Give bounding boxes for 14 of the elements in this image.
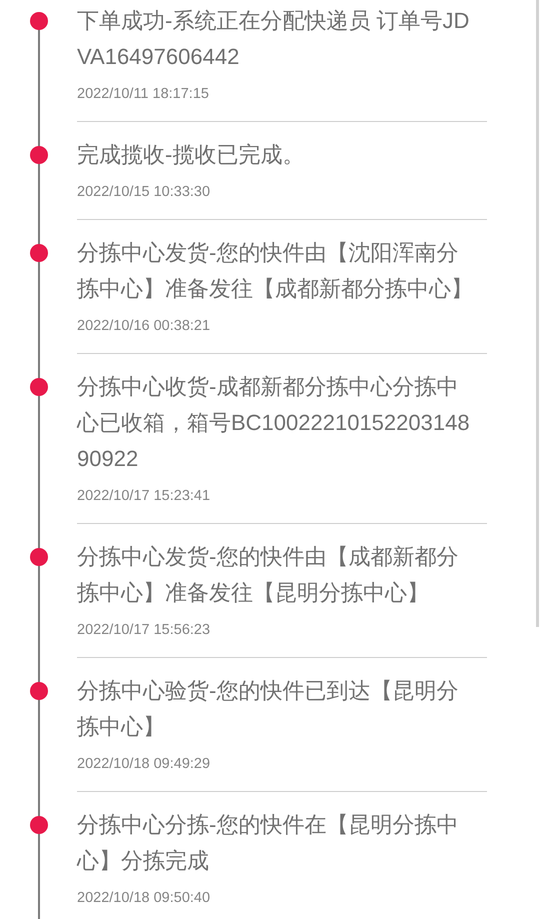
timestamp: 2022/10/18 09:50:40 (77, 889, 210, 908)
timestamp: 2022/10/17 15:56:23 (77, 621, 210, 640)
status-text: 完成揽收-揽收已完成。 (77, 141, 306, 169)
status-text: 下单成功-系统正在分配快递员 订单号JDVA16497606442 (77, 7, 470, 71)
timestamp: 2022/10/17 15:23:41 (77, 487, 210, 506)
status-text: 分拣中心发货-您的快件由【成都新都分拣中心】准备发往【昆明分拣中心】 (77, 543, 460, 607)
status-text: 分拣中心验货-您的快件已到达【昆明分拣中心】 (77, 677, 460, 741)
timestamp: 2022/10/11 18:17:15 (77, 85, 209, 104)
timestamp: 2022/10/16 00:38:21 (77, 317, 210, 336)
timestamp: 2022/10/18 09:49:29 (77, 755, 210, 774)
status-text: 分拣中心发货-您的快件由【沈阳浑南分拣中心】准备发往【成都新都分拣中心】 (77, 239, 474, 303)
timestamp: 2022/10/15 10:33:30 (77, 183, 210, 202)
status-text: 分拣中心分拣-您的快件在【昆明分拣中心】分拣完成 (77, 811, 460, 875)
status-text: 分拣中心收货-成都新都分拣中心分拣中心已收箱，箱号BC1002221015220314890922 (77, 373, 471, 473)
